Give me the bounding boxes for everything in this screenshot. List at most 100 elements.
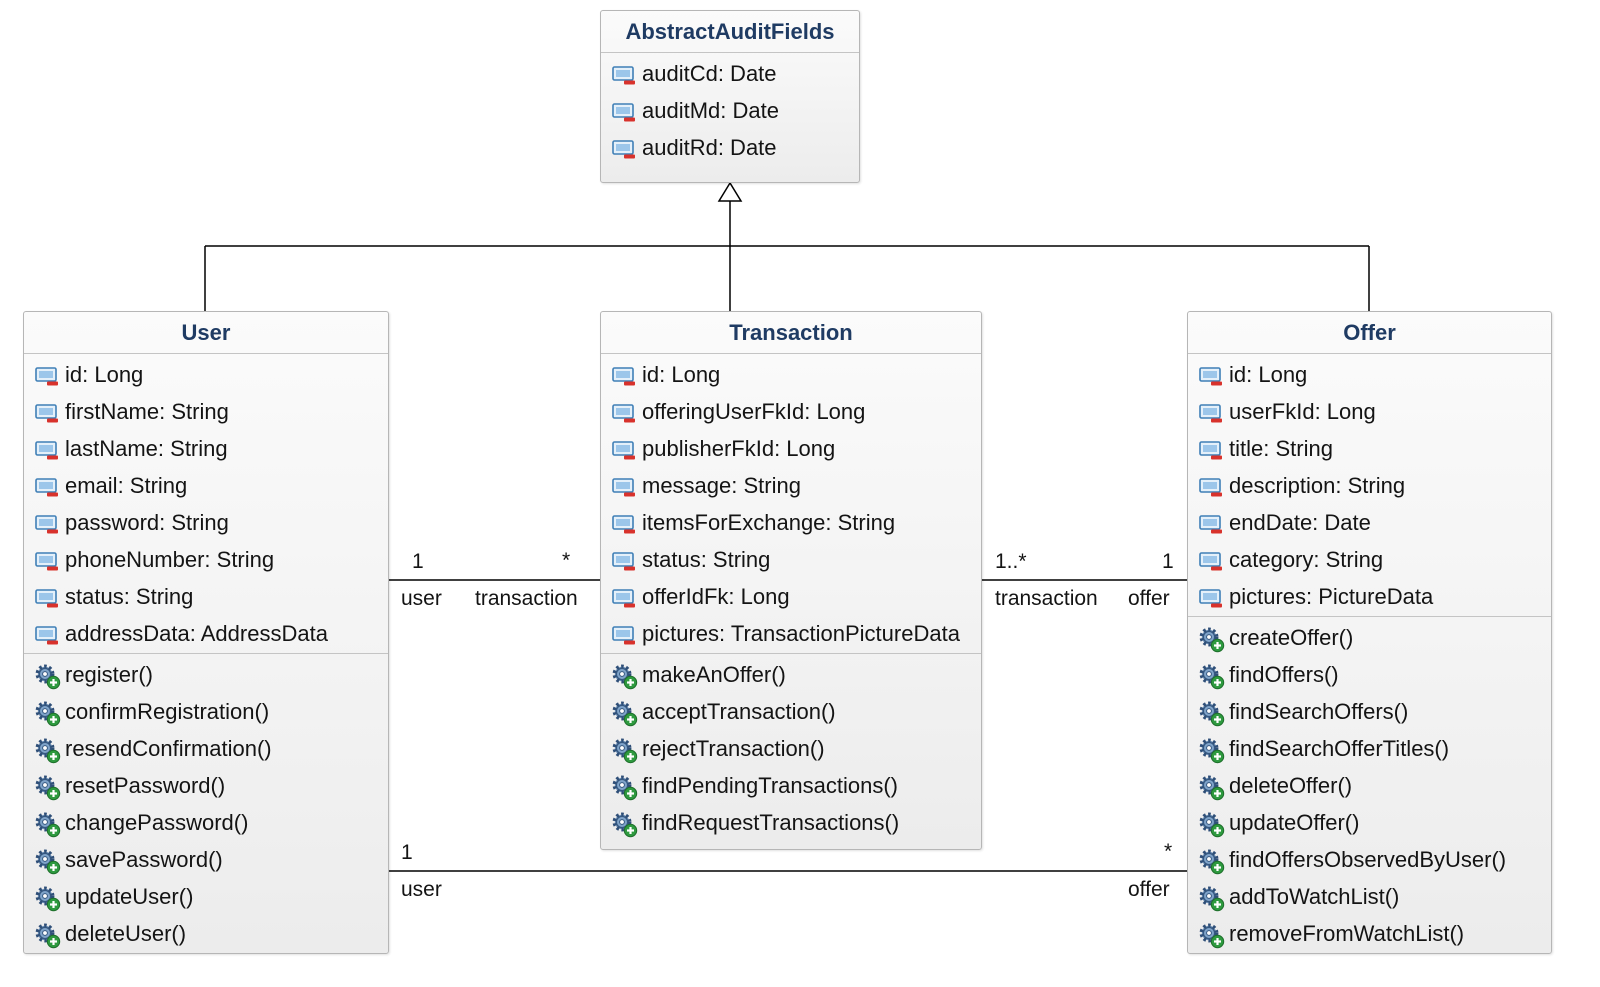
operation-row[interactable]: findOffers() <box>1188 657 1551 694</box>
attribute-row[interactable]: status: String <box>601 542 981 579</box>
operation-row[interactable]: findOffersObservedByUser() <box>1188 842 1551 879</box>
operation-row[interactable]: changePassword() <box>24 805 388 842</box>
multiplicity-user-side: 1 <box>412 550 424 573</box>
operation-row[interactable]: removeFromWatchList() <box>1188 916 1551 953</box>
private-field-icon <box>1199 552 1222 571</box>
attribute-row[interactable]: pictures: PictureData <box>1188 579 1551 616</box>
operation-row[interactable]: deleteUser() <box>24 916 388 953</box>
attribute-row[interactable]: publisherFkId: Long <box>601 431 981 468</box>
attribute-row[interactable]: offeringUserFkId: Long <box>601 394 981 431</box>
attribute-row[interactable]: auditMd: Date <box>601 93 859 130</box>
operation-row[interactable]: updateOffer() <box>1188 805 1551 842</box>
operation-label: removeFromWatchList() <box>1229 921 1465 946</box>
operation-label: updateOffer() <box>1229 810 1360 835</box>
private-field-icon <box>612 552 635 571</box>
operation-row[interactable]: resetPassword() <box>24 768 388 805</box>
attribute-label: pictures: TransactionPictureData <box>642 621 960 646</box>
attribute-row[interactable]: id: Long <box>24 357 388 394</box>
attribute-row[interactable]: id: Long <box>601 357 981 394</box>
operation-row[interactable]: updateUser() <box>24 879 388 916</box>
attribute-row[interactable]: endDate: Date <box>1188 505 1551 542</box>
public-method-gear-icon <box>1199 775 1225 801</box>
attribute-label: category: String <box>1229 547 1384 572</box>
public-method-gear-icon <box>1199 812 1225 838</box>
public-method-gear-icon <box>1199 738 1225 764</box>
attribute-row[interactable]: addressData: AddressData <box>24 616 388 653</box>
attribute-label: offeringUserFkId: Long <box>642 399 866 424</box>
attribute-row[interactable]: email: String <box>24 468 388 505</box>
attribute-row[interactable]: pictures: TransactionPictureData <box>601 616 981 653</box>
attribute-list: auditCd: Date auditMd: Date auditRd: Date <box>601 53 859 167</box>
attribute-row[interactable]: firstName: String <box>24 394 388 431</box>
operation-row[interactable]: addToWatchList() <box>1188 879 1551 916</box>
attribute-label: id: Long <box>642 362 721 387</box>
operation-row[interactable]: acceptTransaction() <box>601 694 981 731</box>
role-transaction: transaction <box>475 587 578 610</box>
attribute-label: auditMd: Date <box>642 98 779 123</box>
operation-label: acceptTransaction() <box>642 699 836 724</box>
operation-label: rejectTransaction() <box>642 736 825 761</box>
public-method-gear-icon <box>612 775 638 801</box>
attribute-label: title: String <box>1229 436 1333 461</box>
attribute-row[interactable]: id: Long <box>1188 357 1551 394</box>
multiplicity-offer-side: * <box>1164 840 1173 863</box>
attribute-label: description: String <box>1229 473 1406 498</box>
operation-label: deleteOffer() <box>1229 773 1353 798</box>
public-method-gear-icon <box>1199 886 1225 912</box>
operation-label: makeAnOffer() <box>642 662 786 687</box>
private-field-icon <box>1199 404 1222 423</box>
role-user: user <box>401 587 442 610</box>
operation-row[interactable]: deleteOffer() <box>1188 768 1551 805</box>
operation-label: findSearchOfferTitles() <box>1229 736 1450 761</box>
public-method-gear-icon <box>35 849 61 875</box>
attribute-row[interactable]: phoneNumber: String <box>24 542 388 579</box>
operation-label: findPendingTransactions() <box>642 773 898 798</box>
operation-row[interactable]: confirmRegistration() <box>24 694 388 731</box>
operation-row[interactable]: rejectTransaction() <box>601 731 981 768</box>
attribute-row[interactable]: description: String <box>1188 468 1551 505</box>
attribute-row[interactable]: userFkId: Long <box>1188 394 1551 431</box>
operation-row[interactable]: createOffer() <box>1188 620 1551 657</box>
attribute-row[interactable]: status: String <box>24 579 388 616</box>
attribute-row[interactable]: auditRd: Date <box>601 130 859 167</box>
public-method-gear-icon <box>35 701 61 727</box>
role-user: user <box>401 878 442 901</box>
private-field-icon <box>612 589 635 608</box>
attribute-row[interactable]: auditCd: Date <box>601 56 859 93</box>
public-method-gear-icon <box>1199 627 1225 653</box>
attribute-label: auditRd: Date <box>642 135 777 160</box>
private-field-icon <box>1199 515 1222 534</box>
operation-row[interactable]: register() <box>24 657 388 694</box>
attribute-row[interactable]: itemsForExchange: String <box>601 505 981 542</box>
public-method-gear-icon <box>612 812 638 838</box>
private-field-icon <box>35 515 58 534</box>
operation-row[interactable]: findPendingTransactions() <box>601 768 981 805</box>
operation-row[interactable]: findSearchOffers() <box>1188 694 1551 731</box>
attribute-label: status: String <box>642 547 771 572</box>
operation-label: updateUser() <box>65 884 194 909</box>
operation-row[interactable]: findRequestTransactions() <box>601 805 981 842</box>
attribute-row[interactable]: lastName: String <box>24 431 388 468</box>
attribute-row[interactable]: password: String <box>24 505 388 542</box>
attribute-row[interactable]: title: String <box>1188 431 1551 468</box>
private-field-icon <box>612 478 635 497</box>
operation-row[interactable]: savePassword() <box>24 842 388 879</box>
role-offer: offer <box>1128 878 1170 901</box>
private-field-icon <box>35 589 58 608</box>
attribute-row[interactable]: message: String <box>601 468 981 505</box>
operation-row[interactable]: makeAnOffer() <box>601 657 981 694</box>
operation-row[interactable]: resendConfirmation() <box>24 731 388 768</box>
private-field-icon <box>35 478 58 497</box>
attribute-row[interactable]: offerIdFk: Long <box>601 579 981 616</box>
operation-list: register()confirmRegistration()resendCon… <box>24 653 388 953</box>
attribute-row[interactable]: category: String <box>1188 542 1551 579</box>
multiplicity-transaction-side: 1..* <box>995 550 1027 573</box>
attribute-label: email: String <box>65 473 188 498</box>
private-field-icon <box>612 367 635 386</box>
operation-row[interactable]: findSearchOfferTitles() <box>1188 731 1551 768</box>
